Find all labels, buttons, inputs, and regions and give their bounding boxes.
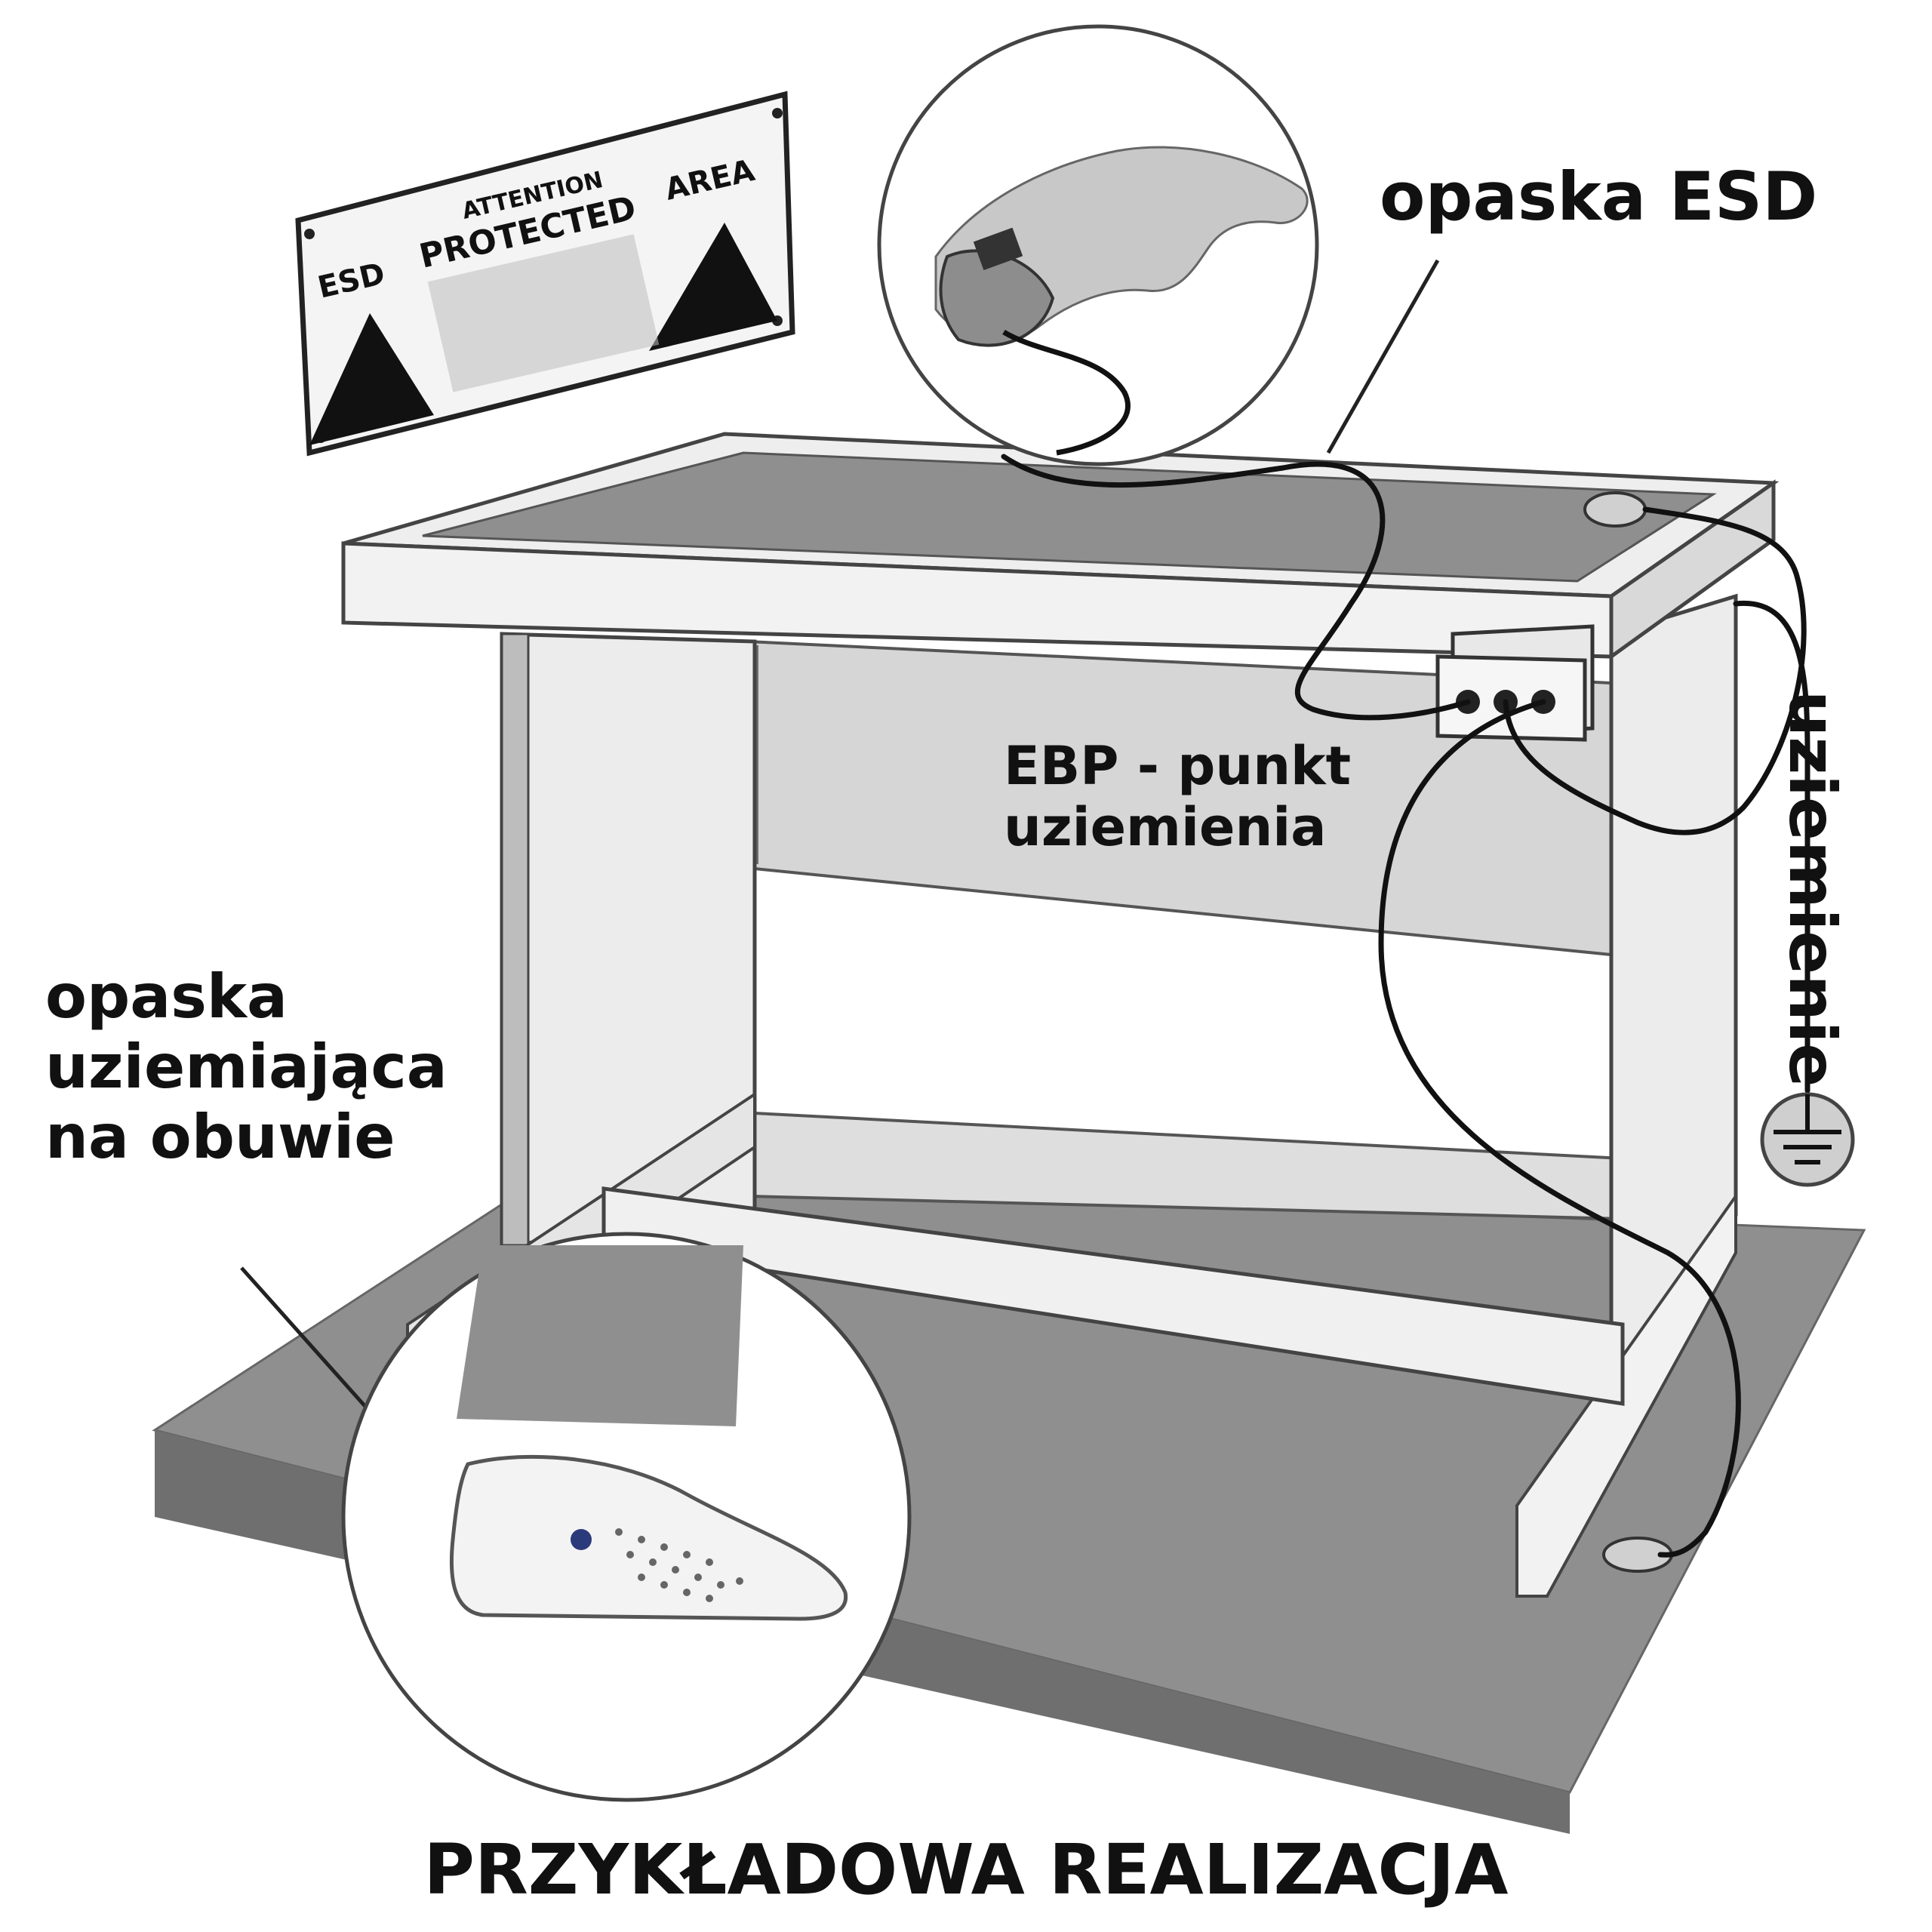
esd-shoe [449,1454,848,1621]
table-ground-snap [1583,491,1647,528]
ebp-label: EBP - punkt uziemienia [1004,735,1352,859]
table-right-foot [1515,1191,1737,1598]
ebp-label-line2: uziemienia [1004,796,1327,859]
wrist-strap-label: opaska ESD [1380,158,1818,235]
esd-protected-area-sign: ATTENTION ESD PROTECTED AREA [295,91,795,457]
esd-warning-triangle-icon [309,313,434,445]
esd-warning-triangle-icon [649,223,777,351]
shoe-strap-label-line3: na obuwie [45,1101,395,1172]
trouser-leg [457,1245,743,1426]
wrist-label-pointer [1326,259,1440,454]
table-left-leg-side [500,632,530,1247]
ground-lead [1733,600,1810,1094]
ebp-ground-box [1435,624,1595,742]
table-top-esd-mat [422,451,1717,583]
grounding-label: uziemienie [1774,691,1850,1088]
ebp-label-line1: EBP - punkt [1004,735,1352,797]
shoe-strap-label: opaska uziemiająca na obuwie [45,961,448,1172]
shoe-strap-label-line2: uziemiająca [45,1031,448,1102]
table-front-rail [601,1186,1625,1406]
wrist-strap-cord [1001,454,1471,721]
table-snap-cord [1503,506,1807,835]
shoe-strap-label-line1: opaska [45,961,288,1032]
wrist-strap-inset [877,24,1319,466]
caption: PRZYKŁADOWA REALIZACJA [423,1829,1509,1910]
earth-ground-icon [1760,1092,1855,1187]
cables [1001,454,1810,1558]
shoe-inset [341,1232,912,1802]
floor-mat-cord [1378,699,1741,1558]
